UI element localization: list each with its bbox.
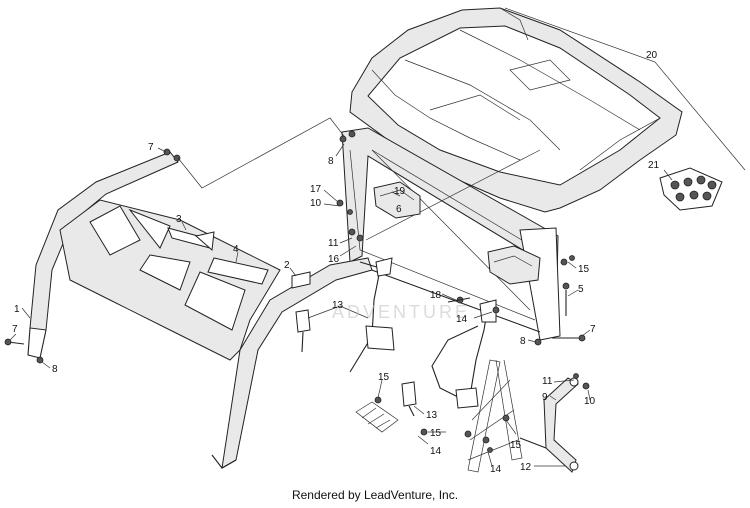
callout-10-right: 10 — [584, 396, 596, 407]
callout-labels: 20 21 7 8 17 19 10 6 3 11 4 16 2 15 5 18… — [12, 50, 660, 475]
callout-16: 16 — [328, 254, 340, 265]
callout-20: 20 — [646, 50, 658, 61]
decal-panel-4 — [207, 257, 269, 285]
callout-14-lower-left: 14 — [430, 446, 442, 457]
callout-12: 12 — [520, 462, 532, 473]
callout-11-right: 11 — [542, 376, 553, 387]
callout-6: 5 — [578, 284, 584, 295]
watermark-text: ADVENTURE — [332, 302, 470, 322]
callout-8-right: 8 — [520, 336, 526, 347]
callout-17: 17 — [310, 184, 322, 195]
decal-panel-3 — [167, 227, 215, 252]
decal-panel-2 — [291, 271, 311, 289]
seat-belt-right — [401, 299, 497, 417]
grab-handle-lower — [487, 245, 541, 285]
callout-10-top: 10 — [310, 198, 322, 209]
front-frame — [27, 151, 373, 469]
callout-13-lower: 13 — [426, 410, 438, 421]
callout-4: 4 — [233, 244, 239, 255]
callout-11-top: 11 — [328, 238, 339, 249]
callout-7-left: 7 — [12, 324, 18, 335]
callout-19: 19 — [394, 186, 406, 197]
callout-15-lower-left: 15 — [430, 428, 442, 439]
seat-belt-left — [295, 257, 395, 373]
callout-21: 21 — [648, 160, 660, 171]
fasteners — [4, 130, 590, 453]
callout-1: 1 — [14, 304, 20, 315]
floor-bracket — [355, 401, 399, 433]
callout-9: 9 — [542, 392, 548, 403]
callout-13-upper: 13 — [332, 300, 344, 311]
callout-5: 6 — [396, 204, 402, 215]
roof-panel — [349, 7, 683, 213]
callout-14-lower-mid: 14 — [490, 464, 502, 475]
callout-8-top: 8 — [328, 156, 334, 167]
roof-callout-leader — [504, 7, 746, 171]
callout-15-mid: 15 — [378, 372, 390, 383]
callout-3: 3 — [176, 214, 182, 225]
callout-15-right: 15 — [578, 264, 590, 275]
callout-7-right: 7 — [590, 324, 596, 335]
callout-8-left: 8 — [52, 364, 58, 375]
seat-mount-bracket — [467, 359, 523, 473]
hardware-kit — [659, 167, 723, 211]
rear-brace — [519, 377, 579, 473]
callout-15-lower-right: 15 — [510, 440, 522, 451]
callout-14-upper: 14 — [456, 314, 468, 325]
callout-2: 2 — [284, 260, 290, 271]
callout-18: 18 — [430, 290, 442, 301]
callout-7-top: 7 — [148, 142, 154, 153]
render-credit: Rendered by LeadVenture, Inc. — [291, 488, 459, 502]
grab-handle-upper — [373, 181, 421, 219]
leader-lines — [9, 117, 673, 467]
